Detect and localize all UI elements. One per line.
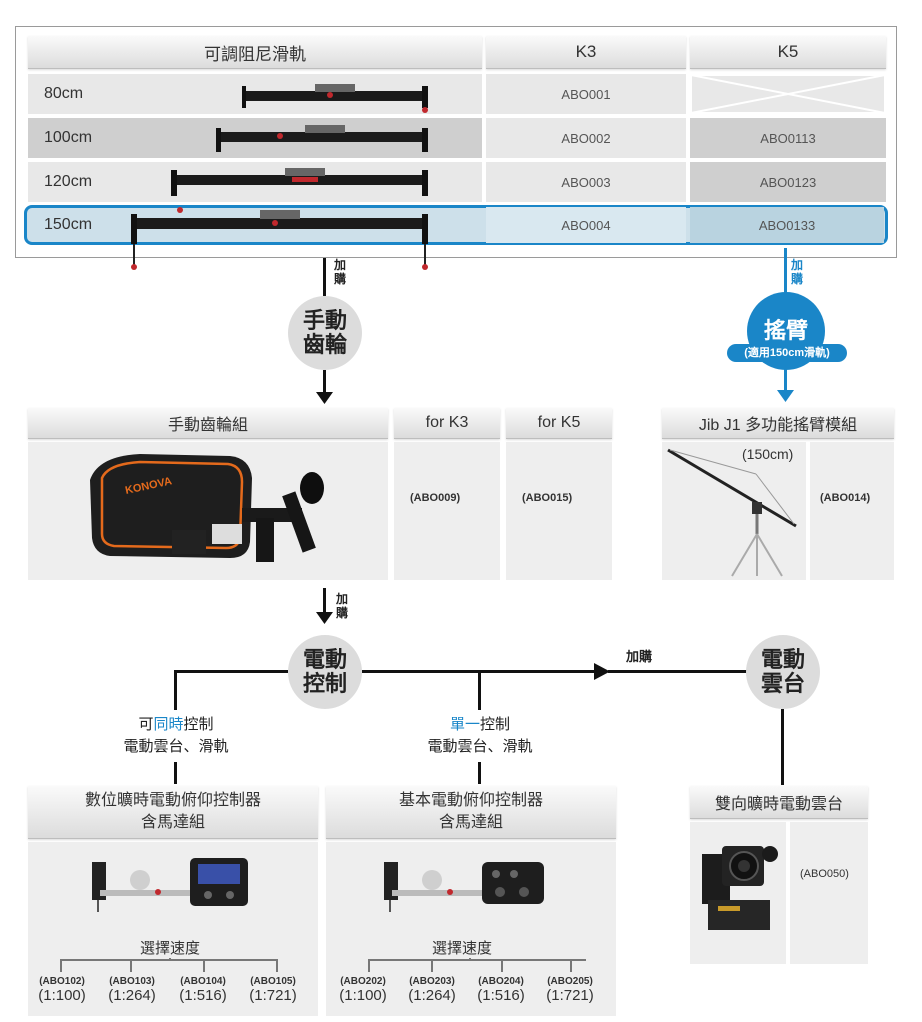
connector-line	[478, 762, 481, 784]
connector-line	[478, 670, 481, 710]
add-purchase-label: 加購	[336, 592, 349, 621]
rail-k5-code: ABO0123	[690, 162, 886, 202]
add-purchase-label: 加購	[791, 258, 804, 287]
node-label: 控制	[302, 671, 347, 696]
connector-line	[174, 670, 177, 710]
jib-size-label: (150cm)	[742, 446, 794, 462]
manual-gear-k3-header: for K3	[394, 408, 500, 439]
rail-k5-code: ABO0113	[690, 118, 886, 158]
add-purchase-label: 加購	[334, 258, 347, 287]
rail-k3-code: ABO004	[486, 207, 686, 243]
jib-module-header: Jib J1 多功能搖臂模組	[662, 408, 894, 439]
connector-line	[608, 670, 748, 673]
connector-line	[174, 762, 177, 784]
jib-module-code: (ABO014)	[820, 492, 871, 504]
branch-left-label: 可同時控制 電動雲台、滑軌	[123, 716, 229, 755]
motor-head-node[interactable]: 電動 雲台	[746, 635, 820, 709]
node-label: 雲台	[760, 671, 805, 696]
jib-node-subtitle: (適用150cm滑軌)	[727, 344, 847, 362]
arrow-down-icon	[777, 390, 794, 402]
node-label: 搖臂	[763, 317, 808, 343]
dual-head-image	[702, 846, 778, 930]
speed-option[interactable]: (ABO105)(1:721)	[249, 976, 297, 1004]
manual-gear-k3-code: (ABO009)	[410, 492, 461, 504]
header-line: 含馬達組	[438, 814, 503, 831]
slider-rails-image	[131, 84, 428, 270]
rail-table-title: 可調阻尼滑軌	[28, 36, 482, 69]
digital-controller-panel	[28, 842, 318, 1016]
rail-k3-code: ABO003	[486, 162, 686, 202]
manual-gear-header: 手動齒輪組	[28, 408, 388, 439]
rail-k3-code: ABO001	[486, 74, 686, 114]
header-line: 基本電動俯仰控制器	[398, 792, 543, 810]
dual-head-code: (ABO050)	[800, 868, 849, 880]
rail-length-label: 150cm	[44, 216, 93, 233]
digital-speed-tree	[60, 958, 278, 972]
manual-gear-k5-panel	[506, 442, 612, 580]
node-label: 電動	[760, 646, 805, 672]
add-purchase-label: 加購	[626, 649, 653, 664]
connector-line	[323, 370, 326, 396]
digital-speed-label: 選擇速度	[140, 940, 201, 957]
basic-speed-tree	[368, 958, 586, 972]
basic-speed-label: 選擇速度	[432, 940, 493, 957]
manual-gear-k3-panel	[394, 442, 500, 580]
rail-row-150: 150cm	[28, 207, 482, 243]
rail-k3-code: ABO002	[486, 118, 686, 158]
manual-gear-k5-header: for K5	[506, 408, 612, 439]
speed-option[interactable]: (ABO205)(1:721)	[546, 976, 594, 1004]
digital-controller-image	[92, 858, 248, 912]
manual-gear-node[interactable]: 手動 齒輪	[288, 296, 362, 370]
motor-control-node[interactable]: 電動 控制	[288, 635, 362, 709]
rail-80	[242, 84, 428, 113]
rail-table-k5-header: K5	[690, 36, 886, 69]
rail-150	[131, 210, 428, 270]
speed-option[interactable]: (ABO203)(1:264)	[408, 976, 456, 1004]
rail-table-k3-header: K3	[486, 36, 686, 69]
basic-controller-panel	[326, 842, 616, 1016]
rail-length-label: 100cm	[44, 129, 93, 146]
connector-line-blue	[784, 248, 787, 300]
connector-line	[174, 670, 288, 673]
basic-controller-image	[384, 862, 544, 912]
node-label: 手動	[302, 307, 347, 333]
rail-length-label: 120cm	[44, 173, 93, 190]
node-label: 電動	[302, 646, 347, 672]
jib-image	[667, 448, 797, 577]
digital-controller-header: 數位曠時電動俯仰控制器 含馬達組	[28, 786, 318, 839]
speed-option[interactable]: (ABO103)(1:264)	[108, 976, 156, 1004]
header-line: 含馬達組	[140, 814, 205, 831]
speed-option[interactable]: (ABO104)(1:516)	[179, 976, 227, 1004]
basic-controller-header: 基本電動俯仰控制器 含馬達組	[326, 786, 616, 839]
connector-line	[323, 258, 326, 296]
dual-head-code-panel	[790, 822, 868, 964]
connector-line	[781, 709, 784, 785]
branch-mid-label: 單一控制 電動雲台、滑軌	[427, 716, 533, 755]
arrow-right-icon	[594, 663, 610, 680]
arrow-down-icon	[316, 392, 333, 404]
speed-option[interactable]: (ABO204)(1:516)	[477, 976, 525, 1004]
arrow-down-icon	[316, 612, 333, 624]
rail-k5-unavailable	[690, 74, 886, 114]
rail-100	[216, 125, 428, 152]
dual-head-header: 雙向曠時電動雲台	[690, 786, 868, 819]
speed-option[interactable]: (ABO202)(1:100)	[339, 976, 387, 1004]
cross-icon	[690, 74, 886, 114]
manual-gear-image: KONOVA	[90, 454, 324, 562]
connector-line	[323, 588, 326, 616]
jib-module-image-panel	[662, 442, 806, 580]
jib-module-code-panel	[810, 442, 894, 580]
rail-k5-code: ABO0133	[690, 207, 884, 243]
rail-120	[171, 168, 428, 213]
connector-line-blue	[784, 366, 787, 392]
manual-gear-k5-code: (ABO015)	[522, 492, 573, 504]
header-line: 數位曠時電動俯仰控制器	[84, 792, 261, 810]
rail-length-label: 80cm	[44, 85, 84, 102]
node-label: 齒輪	[302, 332, 347, 357]
speed-option[interactable]: (ABO102)(1:100)	[38, 976, 86, 1004]
